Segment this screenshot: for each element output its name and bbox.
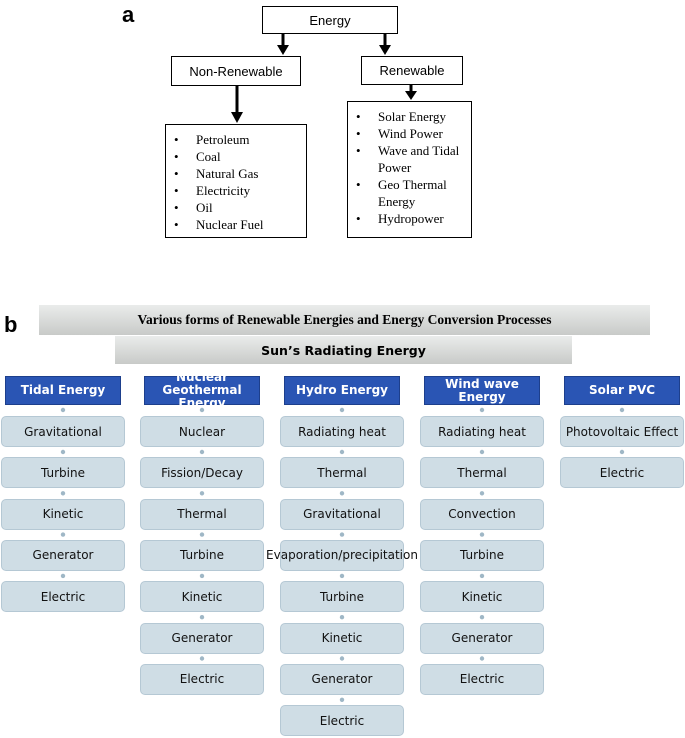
panel-b-title: Various forms of Renewable Energies and … [39, 305, 650, 335]
panel-a-arrows [231, 34, 417, 123]
renewable-label: Renewable [379, 63, 445, 78]
process-step: Turbine [1, 457, 125, 489]
connector-dot [199, 615, 205, 620]
connector-dot [199, 407, 205, 413]
process-step: Turbine [140, 539, 264, 571]
connector-dot [339, 407, 345, 413]
panel-b-subtitle: Sun’s Radiating Energy [115, 336, 572, 364]
connector-dot [199, 532, 205, 537]
process-step: Electric [420, 663, 544, 695]
connector-dot [199, 491, 205, 496]
energy-root-node [262, 6, 398, 34]
connector-dot [60, 532, 66, 537]
process-step: Kinetic [140, 581, 264, 613]
list-item: Coal [166, 148, 306, 165]
process-step: Thermal [280, 457, 404, 489]
renewable-list: Solar Energy Wind Power Wave and Tidal P… [348, 108, 471, 227]
connector-dot [479, 491, 485, 496]
process-step: Gravitational [280, 498, 404, 530]
renewable-node [361, 56, 463, 85]
list-item: Wave and Tidal Power [348, 142, 471, 176]
connector-dot [199, 449, 205, 455]
connector-dot [339, 491, 345, 496]
connector-dot [479, 407, 485, 413]
connector-dot [60, 491, 66, 496]
list-item: Electricity [166, 182, 306, 199]
connector-dot [60, 573, 66, 579]
process-step: Generator [1, 539, 125, 571]
column-header: Solar PVC [564, 376, 680, 405]
non-renewable-node [171, 56, 301, 86]
process-step: Electric [140, 663, 264, 695]
arrow-head-icon [277, 45, 289, 55]
connector-dot [339, 656, 345, 661]
process-step: Kinetic [1, 498, 125, 530]
connector-dot [199, 573, 205, 579]
panel-b-letter: b [4, 312, 18, 337]
connector-dot [60, 407, 66, 413]
connector-dot [339, 532, 345, 537]
arrow-head-icon [379, 45, 391, 55]
process-step: Photovoltaic Effect [560, 416, 684, 447]
process-step: Kinetic [420, 581, 544, 613]
non-renewable-list: Petroleum Coal Natural Gas Electricity O… [166, 131, 306, 233]
process-step: Radiating heat [280, 416, 404, 447]
connector-dot [339, 449, 345, 455]
process-step: Generator [420, 622, 544, 654]
process-step: Electric [280, 705, 404, 737]
connector-dot [479, 449, 485, 455]
arrow-head-icon [231, 112, 243, 123]
process-step: Electric [560, 457, 684, 489]
non-renewable-label: Non-Renewable [189, 63, 283, 79]
panel-a-letter: a [122, 2, 135, 27]
connector-dot [619, 407, 625, 413]
list-item: Oil [166, 199, 306, 216]
process-step: Generator [140, 622, 264, 654]
list-item: Nuclear Fuel [166, 216, 306, 233]
process-step: Fission/Decay [140, 457, 264, 489]
connector-dot [60, 449, 66, 455]
list-item: Solar Energy [348, 108, 471, 125]
column-header: Tidal Energy [5, 376, 121, 405]
column-header: Wind wave Energy [424, 376, 540, 405]
connector-dot [479, 573, 485, 579]
energy-root-label: Energy [309, 12, 351, 28]
list-item: Hydropower [348, 210, 471, 227]
connector-dot [199, 656, 205, 661]
process-step: Electric [1, 581, 125, 613]
connector-dot [339, 573, 345, 579]
list-item: Geo Thermal Energy [348, 176, 471, 210]
arrow-head-icon [405, 91, 417, 100]
process-step: Thermal [420, 457, 544, 489]
process-step: Generator [280, 663, 404, 695]
list-item: Petroleum [166, 131, 306, 148]
connector-dot [339, 697, 345, 702]
column-header: Hydro Energy [284, 376, 400, 405]
non-renewable-list-box: Petroleum Coal Natural Gas Electricity O… [165, 124, 307, 238]
connector-dot [339, 615, 345, 620]
process-step: Kinetic [280, 622, 404, 654]
renewable-list-box: Solar Energy Wind Power Wave and Tidal P… [347, 101, 472, 238]
process-step: Convection [420, 498, 544, 530]
connector-dot [619, 449, 625, 455]
list-item: Wind Power [348, 125, 471, 142]
process-step: Thermal [140, 498, 264, 530]
process-step: Radiating heat [420, 416, 544, 447]
process-step: Nuclear [140, 416, 264, 447]
list-item: Natural Gas [166, 165, 306, 182]
process-step: Gravitational [1, 416, 125, 447]
connector-dot [479, 532, 485, 537]
process-step: Turbine [280, 581, 404, 613]
process-step: Turbine [420, 539, 544, 571]
connector-dot [479, 656, 485, 661]
connector-dot [479, 615, 485, 620]
process-step: Evaporation/precipitation [266, 539, 418, 571]
